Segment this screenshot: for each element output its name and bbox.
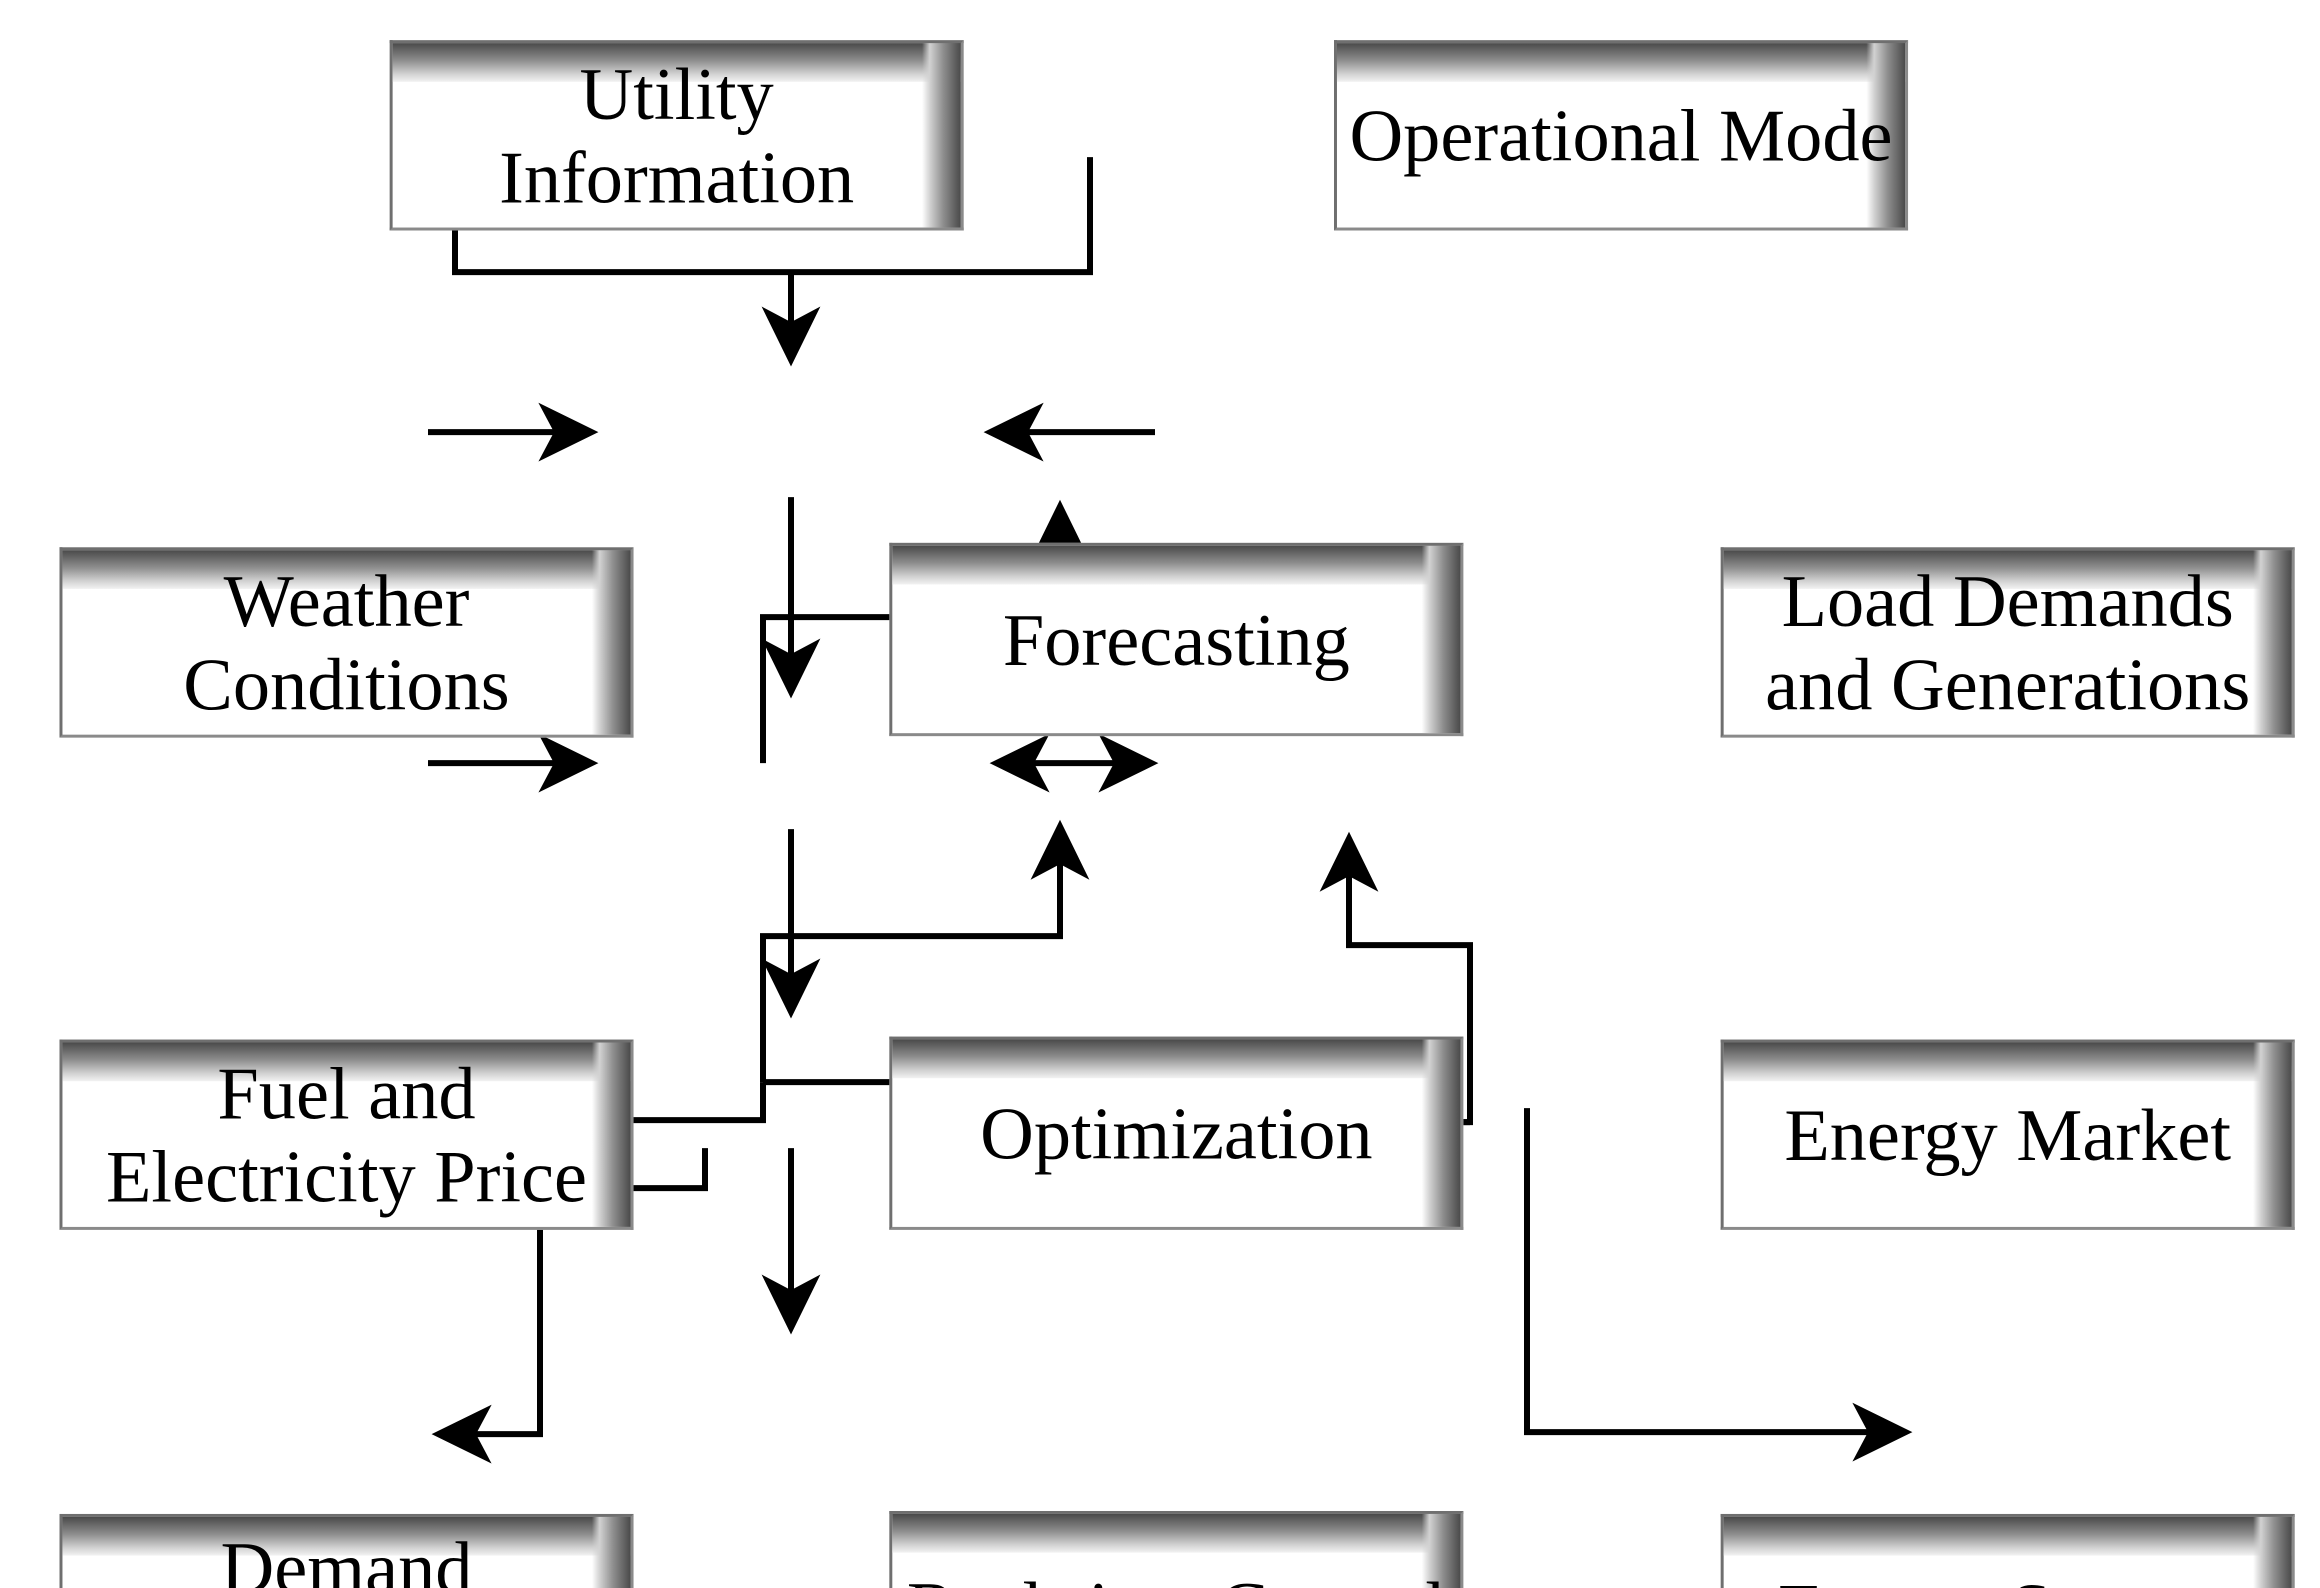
node-label-forecasting: Forecasting (1002, 597, 1350, 682)
node-energy-market[interactable]: Energy Market (1720, 1039, 2295, 1230)
node-label-utility-information: Utility Information (499, 52, 855, 219)
node-label-real-time-control: Real-time Control (895, 1566, 1458, 1588)
node-label-demand-response: Demand Response (220, 1525, 473, 1588)
node-utility-information[interactable]: Utility Information (389, 40, 964, 231)
node-label-operational-mode: Operational Mode (1349, 93, 1893, 177)
node-label-fuel-and-electricity-price: Fuel and Electricity Price (105, 1051, 588, 1218)
node-label-load-demands-and-generations: Load Demands and Generations (1765, 559, 2251, 726)
node-label-weather-conditions: Weather Conditions (183, 559, 510, 726)
node-fuel-and-electricity-price[interactable]: Fuel and Electricity Price (59, 1039, 634, 1230)
node-demand-response[interactable]: Demand Response (59, 1513, 634, 1588)
node-label-optimization: Optimization (980, 1091, 1373, 1175)
node-operational-mode[interactable]: Operational Mode (1334, 40, 1909, 231)
node-load-demands-and-generations[interactable]: Load Demands and Generations (1720, 547, 2295, 738)
node-optimization[interactable]: Optimization (889, 1036, 1464, 1230)
node-energy-storage[interactable]: Energy Storage (1720, 1513, 2295, 1588)
node-label-energy-market: Energy Market (1784, 1093, 2232, 1177)
node-real-time-control[interactable]: Real-time Control (889, 1510, 1464, 1588)
node-forecasting[interactable]: Forecasting (889, 542, 1464, 737)
node-weather-conditions[interactable]: Weather Conditions (59, 547, 634, 738)
node-label-energy-storage: Energy Storage (1766, 1567, 2249, 1588)
